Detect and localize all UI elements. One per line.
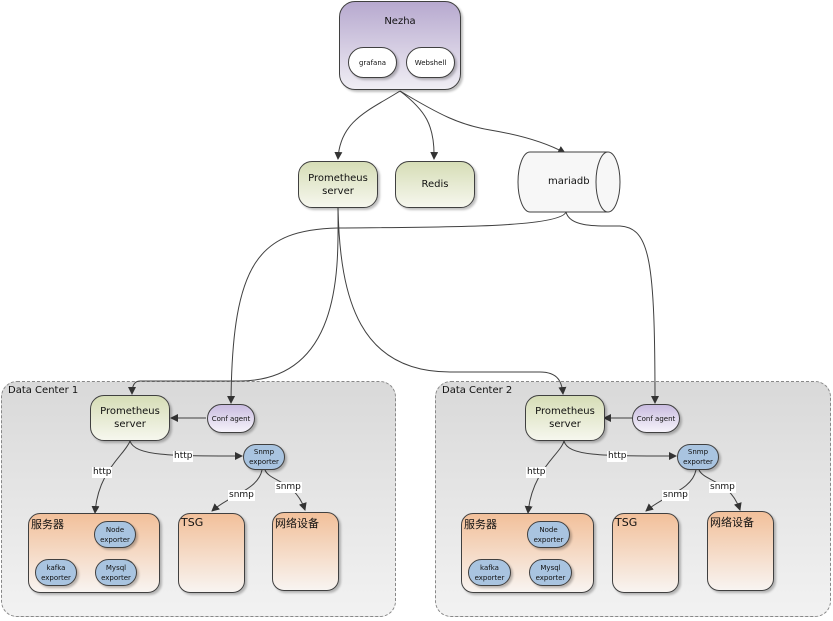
dc2-conf-agent[interactable]: Conf agent bbox=[632, 404, 680, 433]
dc2-conf-agent-label: Conf agent bbox=[636, 414, 676, 423]
dc2-snmp-exporter-label: Snmp exporter bbox=[683, 448, 713, 466]
dc2-mysql-exporter[interactable]: Mysql exporter bbox=[529, 559, 572, 586]
data-center-2-label: Data Center 2 bbox=[442, 385, 513, 396]
dc2-node-exporter[interactable]: Node exporter bbox=[527, 521, 570, 548]
edge-mariadb-conf2 bbox=[565, 211, 659, 404]
grafana-node[interactable]: grafana bbox=[348, 47, 397, 78]
dc1-mysql-exporter-label: Mysql exporter bbox=[101, 563, 131, 582]
edge-nezha-mariadb bbox=[399, 90, 566, 154]
dc2-mysql-exporter-label: Mysql exporter bbox=[535, 563, 566, 582]
dc2-prometheus-server[interactable]: Prometheus server bbox=[525, 395, 605, 441]
dc2-snmp-net-label: snmp bbox=[709, 482, 736, 493]
dc1-edge-prom-servers bbox=[91, 440, 131, 514]
dc2-servers-label: 服务器 bbox=[464, 518, 497, 531]
edge-nezha-prometheus bbox=[334, 90, 401, 160]
dc2-node-exporter-label: Node exporter bbox=[533, 525, 564, 544]
prometheus-server-top[interactable]: Prometheus server bbox=[298, 161, 378, 208]
dc1-conf-agent[interactable]: Conf agent bbox=[207, 404, 255, 433]
dc1-snmp-net-label: snmp bbox=[275, 482, 302, 493]
dc1-snmp-exporter-label: Snmp exporter bbox=[249, 448, 279, 466]
dc1-edge-prom-snmp bbox=[129, 440, 243, 460]
edge-prom-dc2 bbox=[337, 207, 567, 395]
dc1-node-exporter[interactable]: Node exporter bbox=[94, 521, 136, 548]
dc1-conf-agent-label: Conf agent bbox=[211, 414, 251, 423]
dc1-prometheus-server[interactable]: Prometheus server bbox=[90, 395, 170, 441]
dc2-snmp-tsg-label: snmp bbox=[662, 490, 689, 501]
dc1-network-devices[interactable]: 网络设备 bbox=[272, 512, 339, 591]
webshell-label: Webshell bbox=[414, 58, 447, 67]
dc2-kafka-exporter-label: kafka exporter bbox=[474, 563, 505, 582]
dc2-kafka-exporter[interactable]: kafka exporter bbox=[468, 559, 511, 586]
prometheus-server-top-label: Prometheus server bbox=[308, 172, 368, 197]
dc2-servers-group[interactable]: 服务器 bbox=[461, 513, 594, 593]
data-center-1-label: Data Center 1 bbox=[8, 385, 79, 396]
edge-nezha-redis bbox=[399, 90, 439, 160]
dc2-edge-prom-snmp bbox=[563, 440, 677, 460]
dc2-network-devices[interactable]: 网络设备 bbox=[707, 511, 774, 591]
dc1-tsg[interactable]: TSG bbox=[178, 513, 245, 593]
dc2-network-devices-label: 网络设备 bbox=[710, 516, 754, 529]
dc1-kafka-exporter-label: kafka exporter bbox=[41, 563, 71, 582]
dc2-http-snmp-label: http bbox=[607, 451, 628, 462]
nezha-title: Nezha bbox=[384, 16, 416, 27]
dc2-snmp-exporter[interactable]: Snmp exporter bbox=[677, 444, 719, 470]
mariadb-label: mariadb bbox=[548, 176, 590, 187]
mariadb-cylinder bbox=[517, 151, 621, 213]
dc1-kafka-exporter[interactable]: kafka exporter bbox=[35, 559, 77, 586]
dc2-tsg[interactable]: TSG bbox=[612, 513, 679, 593]
dc1-mysql-exporter[interactable]: Mysql exporter bbox=[95, 559, 137, 586]
edge-mariadb-conf1 bbox=[227, 211, 567, 404]
dc1-tsg-label: TSG bbox=[181, 516, 204, 529]
grafana-label: grafana bbox=[358, 58, 387, 67]
dc1-snmp-tsg-label: snmp bbox=[228, 490, 255, 501]
dc2-tsg-label: TSG bbox=[615, 516, 638, 529]
dc1-http-servers-label: http bbox=[92, 467, 113, 478]
dc1-node-exporter-label: Node exporter bbox=[100, 525, 130, 544]
dc2-http-servers-label: http bbox=[526, 467, 547, 478]
webshell-node[interactable]: Webshell bbox=[406, 47, 455, 78]
dc1-servers-label: 服务器 bbox=[31, 518, 64, 531]
dc2-edge-prom-servers bbox=[524, 440, 565, 514]
redis-label: Redis bbox=[421, 179, 449, 190]
edge-prom-dc1 bbox=[128, 207, 339, 395]
redis-node[interactable]: Redis bbox=[395, 161, 475, 208]
dc1-snmp-exporter[interactable]: Snmp exporter bbox=[243, 444, 285, 470]
dc1-prometheus-server-label: Prometheus server bbox=[100, 406, 160, 430]
dc2-prometheus-server-label: Prometheus server bbox=[535, 406, 595, 430]
dc1-network-devices-label: 网络设备 bbox=[275, 517, 319, 530]
dc1-http-snmp-label: http bbox=[173, 451, 194, 462]
